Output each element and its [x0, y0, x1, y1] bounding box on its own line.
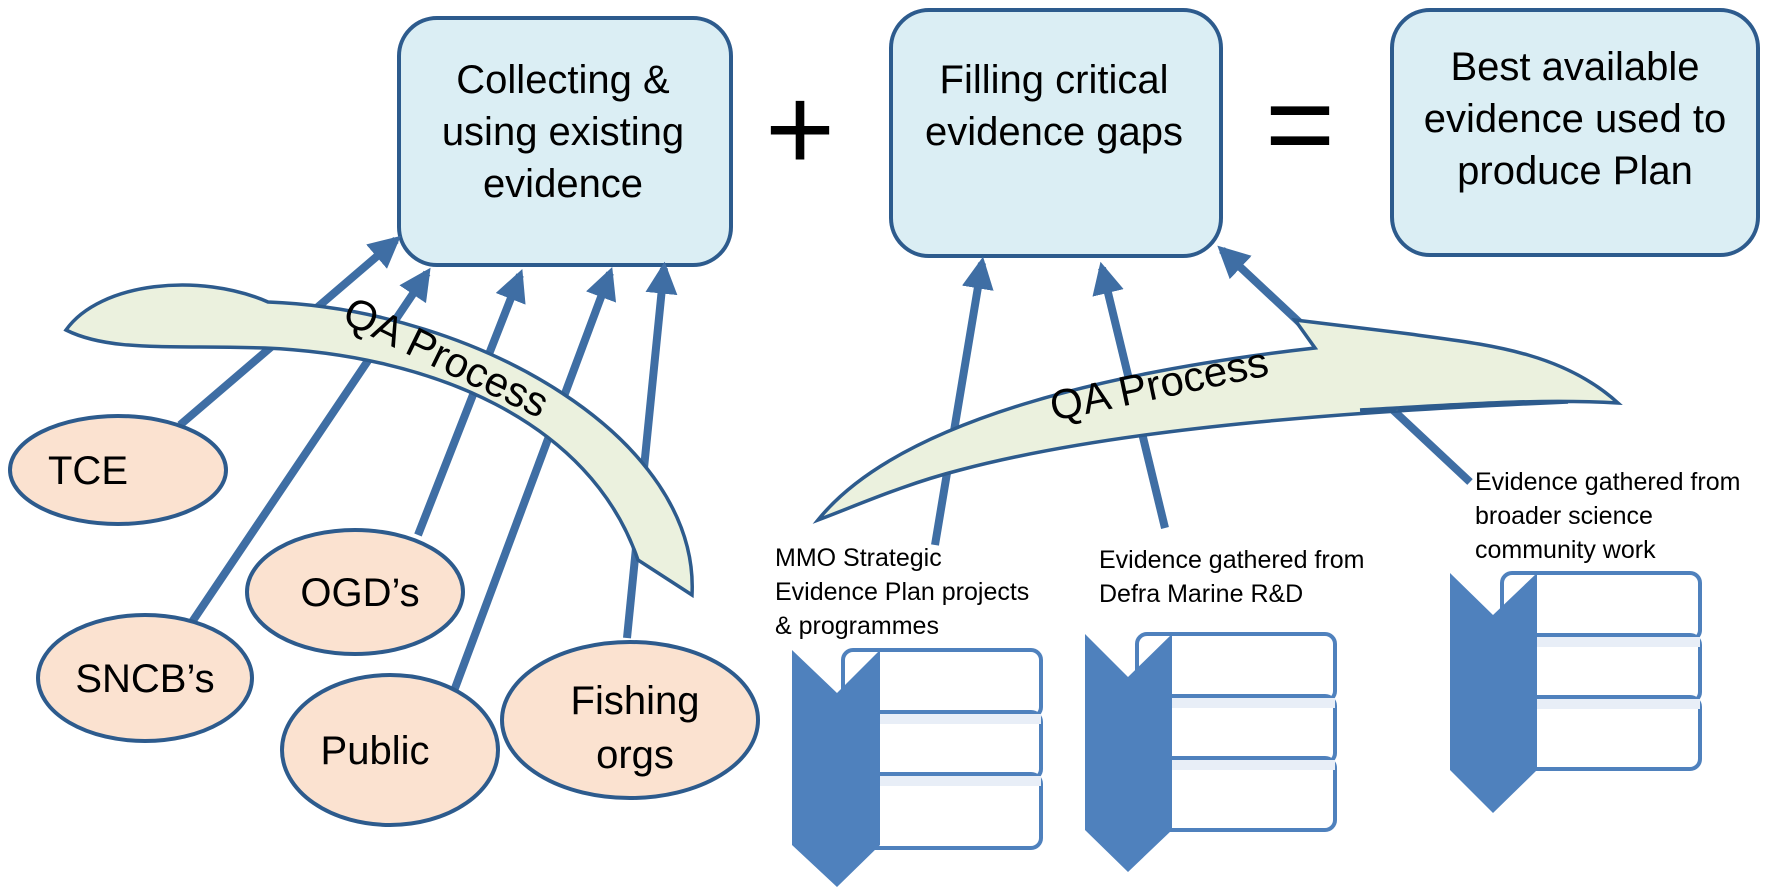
caption-defra: Evidence gathered from Defra Marine R&D [1099, 546, 1364, 608]
source-public: Public [280, 673, 500, 827]
collecting-line-1: Collecting & [456, 58, 670, 102]
science-line-1: Evidence gathered from [1475, 468, 1740, 496]
best-line-1: Best available [1450, 45, 1699, 89]
list-row-separator [843, 714, 1041, 724]
fishing-label-1: Fishing [571, 679, 700, 723]
filling-line-1: Filling critical [940, 58, 1169, 102]
plus-operator: + [765, 62, 835, 196]
arrow-mmo [931, 256, 994, 546]
best-evidence-box: Best available evidence used to produce … [1390, 8, 1760, 257]
caption-science: Evidence gathered from broader science c… [1475, 468, 1740, 564]
list-row-separator [1137, 760, 1335, 770]
collecting-box: Collecting & using existing evidence [397, 16, 733, 267]
left-arrows [177, 235, 678, 717]
collecting-line-3: evidence [483, 162, 643, 206]
mmo-line-1: MMO Strategic [775, 544, 942, 572]
filling-line-2: evidence gaps [925, 110, 1183, 154]
best-line-2: evidence used to [1424, 97, 1726, 141]
list-science [1450, 571, 1702, 813]
list-mmo [792, 648, 1043, 887]
list-defra [1085, 632, 1337, 872]
arrow-fishing [623, 261, 678, 639]
source-ogd: OGD’s [245, 528, 465, 656]
list-row-separator [1502, 637, 1700, 647]
sncb-label: SNCB’s [75, 657, 214, 701]
science-line-2: broader science [1475, 502, 1653, 530]
public-label: Public [321, 729, 430, 773]
arrow-ogd [414, 269, 526, 537]
tce-label: TCE [48, 449, 128, 493]
list-row-separator [1137, 698, 1335, 708]
fishing-label-2: orgs [596, 733, 674, 777]
equals-operator: = [1265, 57, 1335, 191]
list-row-separator [843, 776, 1041, 786]
filling-box: Filling critical evidence gaps [889, 8, 1223, 258]
best-line-3: produce Plan [1457, 149, 1693, 193]
chevron-icon [1450, 573, 1537, 813]
source-fishing: Fishing orgs [500, 640, 760, 800]
source-sncb: SNCB’s [36, 613, 254, 743]
ogd-label: OGD’s [300, 571, 419, 615]
science-line-3: community work [1475, 536, 1656, 564]
source-tce: TCE [8, 414, 228, 526]
caption-mmo: MMO Strategic Evidence Plan projects & p… [775, 544, 1029, 640]
chevron-icon [792, 650, 880, 887]
mmo-line-2: Evidence Plan projects [775, 578, 1029, 606]
list-row-separator [1502, 699, 1700, 709]
chevron-icon [1085, 634, 1172, 872]
defra-line-2: Defra Marine R&D [1099, 580, 1303, 608]
mmo-line-3: & programmes [775, 612, 939, 640]
collecting-line-2: using existing [442, 110, 684, 154]
arrow-public [441, 267, 617, 717]
defra-line-1: Evidence gathered from [1099, 546, 1364, 574]
